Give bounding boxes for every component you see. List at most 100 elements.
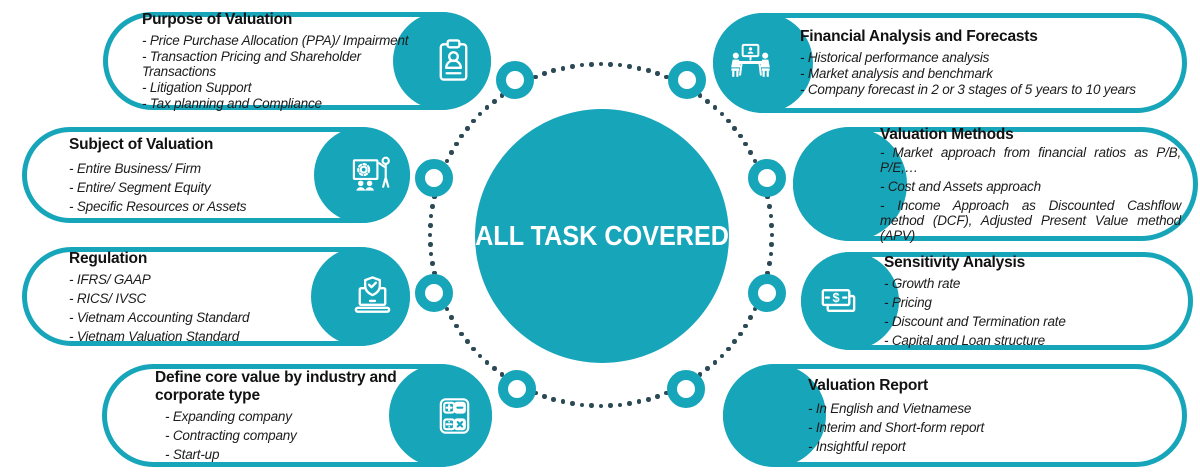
- clipboard-person-icon: [439, 39, 468, 81]
- dotted-circle-dot: [769, 223, 775, 228]
- dotted-circle-dot: [767, 204, 772, 209]
- dotted-circle-dot: [664, 390, 669, 396]
- card-bullet: - IFRS/ GAAP: [69, 271, 151, 287]
- dotted-circle-dot: [719, 353, 725, 359]
- card-bullet: - Insightful report: [808, 439, 906, 454]
- meeting-icon: [731, 43, 770, 77]
- card-subject-of-valuation: Subject of Valuation - Entire Business/ …: [22, 127, 421, 223]
- card-bullet: - Market approach from financial ratios …: [880, 144, 1181, 175]
- dotted-circle-dot: [655, 71, 660, 76]
- center-title: ALL TASK COVERED: [475, 220, 729, 251]
- card-bullet: - Expanding company: [165, 409, 292, 424]
- dotted-circle-dot: [449, 149, 454, 155]
- dotted-circle-dot: [428, 213, 434, 219]
- card-bullet: - Entire Business/ Firm: [69, 161, 201, 176]
- card-bullet: - Growth rate: [884, 276, 961, 291]
- dotted-circle-dot: [477, 111, 483, 117]
- card-bullet: - Tax planning and Compliance: [142, 95, 322, 111]
- card-bullet: - RICS/ IVSC: [69, 290, 147, 306]
- dotted-circle-dot: [769, 242, 775, 247]
- dotted-circle-dot: [627, 64, 632, 69]
- dotted-circle-dot: [726, 346, 731, 352]
- dotted-circle-dot: [752, 158, 758, 164]
- dotted-circle-dot: [465, 339, 470, 344]
- dotted-circle-dot: [743, 323, 749, 329]
- dotted-circle-dot: [705, 366, 710, 371]
- card-title: Valuation Methods: [880, 125, 1014, 143]
- connector-ring: [415, 159, 453, 197]
- dotted-circle-dot: [738, 133, 743, 139]
- dotted-circle-dot: [484, 105, 490, 110]
- dotted-circle-dot: [608, 403, 613, 409]
- card-define-core-value: Define core value by industry and corpor…: [102, 364, 503, 467]
- dotted-circle-dot: [719, 111, 725, 117]
- dotted-circle-dot: [712, 105, 718, 110]
- dotted-circle-dot: [655, 394, 660, 399]
- card-bullet: - Specific Resources or Assets: [69, 199, 247, 214]
- card-bullet: - In English and Vietnamese: [808, 401, 972, 416]
- dotted-circle-dot: [560, 399, 566, 404]
- connector-ring: [496, 61, 534, 99]
- dotted-circle-dot: [636, 65, 642, 71]
- presentation-gear-icon: [352, 156, 390, 191]
- card-bullet: - Start-up: [165, 447, 220, 462]
- card-purpose-of-valuation: Purpose of Valuation - Price Purchase Al…: [103, 11, 502, 111]
- dotted-circle-dot: [542, 71, 547, 76]
- dotted-circle-dot: [738, 331, 743, 337]
- dotted-circle-dot: [732, 126, 737, 131]
- dotted-circle-dot: [598, 61, 604, 67]
- dotted-circle-dot: [664, 74, 669, 80]
- dotted-circle-dot: [598, 403, 604, 409]
- laptop-shield-icon: [354, 275, 391, 313]
- dotted-circle-dot: [748, 149, 753, 155]
- dotted-circle-dot: [431, 270, 437, 276]
- dotted-circle-dot: [646, 397, 651, 402]
- dotted-circle-dot: [646, 68, 651, 73]
- dotted-circle-dot: [589, 61, 594, 67]
- dotted-circle-dot: [570, 64, 575, 69]
- dotted-circle-dot: [499, 372, 505, 377]
- dotted-circle-dot: [427, 232, 433, 238]
- dotted-circle-dot: [430, 261, 435, 266]
- dotted-circle-dot: [570, 401, 575, 406]
- dotted-circle-dot: [449, 315, 454, 320]
- card-bullet: - Capital and Loan structure: [884, 333, 1045, 348]
- dotted-circle-dot: [492, 99, 497, 104]
- card-bullet: - Entire/ Segment Equity: [69, 180, 211, 195]
- card-title: Regulation: [69, 249, 148, 267]
- svg-text:$: $: [833, 290, 840, 305]
- card-bullet: - Discount and Termination rate: [884, 314, 1066, 329]
- card-title: Subject of Valuation: [69, 136, 214, 153]
- dotted-circle-dot: [732, 339, 737, 344]
- card-bullet: - Interim and Short-form report: [808, 420, 985, 435]
- connector-ring: [668, 61, 706, 99]
- dotted-circle-dot: [427, 242, 433, 247]
- dotted-circle-dot: [765, 270, 770, 276]
- card-regulation: Regulation - IFRS/ GAAP - RICS/ IVSC - V…: [22, 247, 421, 346]
- card-bullet: - Contracting company: [165, 428, 297, 443]
- dotted-circle-dot: [705, 99, 710, 104]
- card-title: Define core value by industry and corpor…: [155, 369, 397, 404]
- dotted-circle-dot: [560, 65, 566, 71]
- dotted-circle-dot: [484, 360, 490, 365]
- dotted-circle-dot: [533, 74, 538, 80]
- dotted-circle-dot: [551, 68, 556, 73]
- calculator-icon: [439, 397, 470, 434]
- dotted-circle-dot: [627, 401, 632, 406]
- dotted-circle-dot: [712, 360, 718, 365]
- card-bullet: - Company forecast in 2 or 3 stages of 5…: [800, 82, 1136, 97]
- dotted-circle-dot: [579, 62, 585, 68]
- card-title: Valuation Report: [808, 377, 928, 394]
- dotted-circle-dot: [465, 126, 470, 131]
- dotted-circle-dot: [471, 346, 476, 352]
- connector-ring: [748, 159, 786, 197]
- dotted-circle-dot: [743, 141, 749, 147]
- dotted-circle-dot: [453, 141, 459, 147]
- dotted-circle-dot: [768, 213, 774, 219]
- card-title: Sensitivity Analysis: [884, 254, 1026, 271]
- card-bullet: - Transaction Pricing and Shareholder Tr…: [142, 48, 361, 79]
- dotted-circle-dot: [428, 251, 434, 257]
- dotted-circle-dot: [459, 331, 464, 337]
- card-title: Financial Analysis and Forecasts: [800, 28, 1038, 45]
